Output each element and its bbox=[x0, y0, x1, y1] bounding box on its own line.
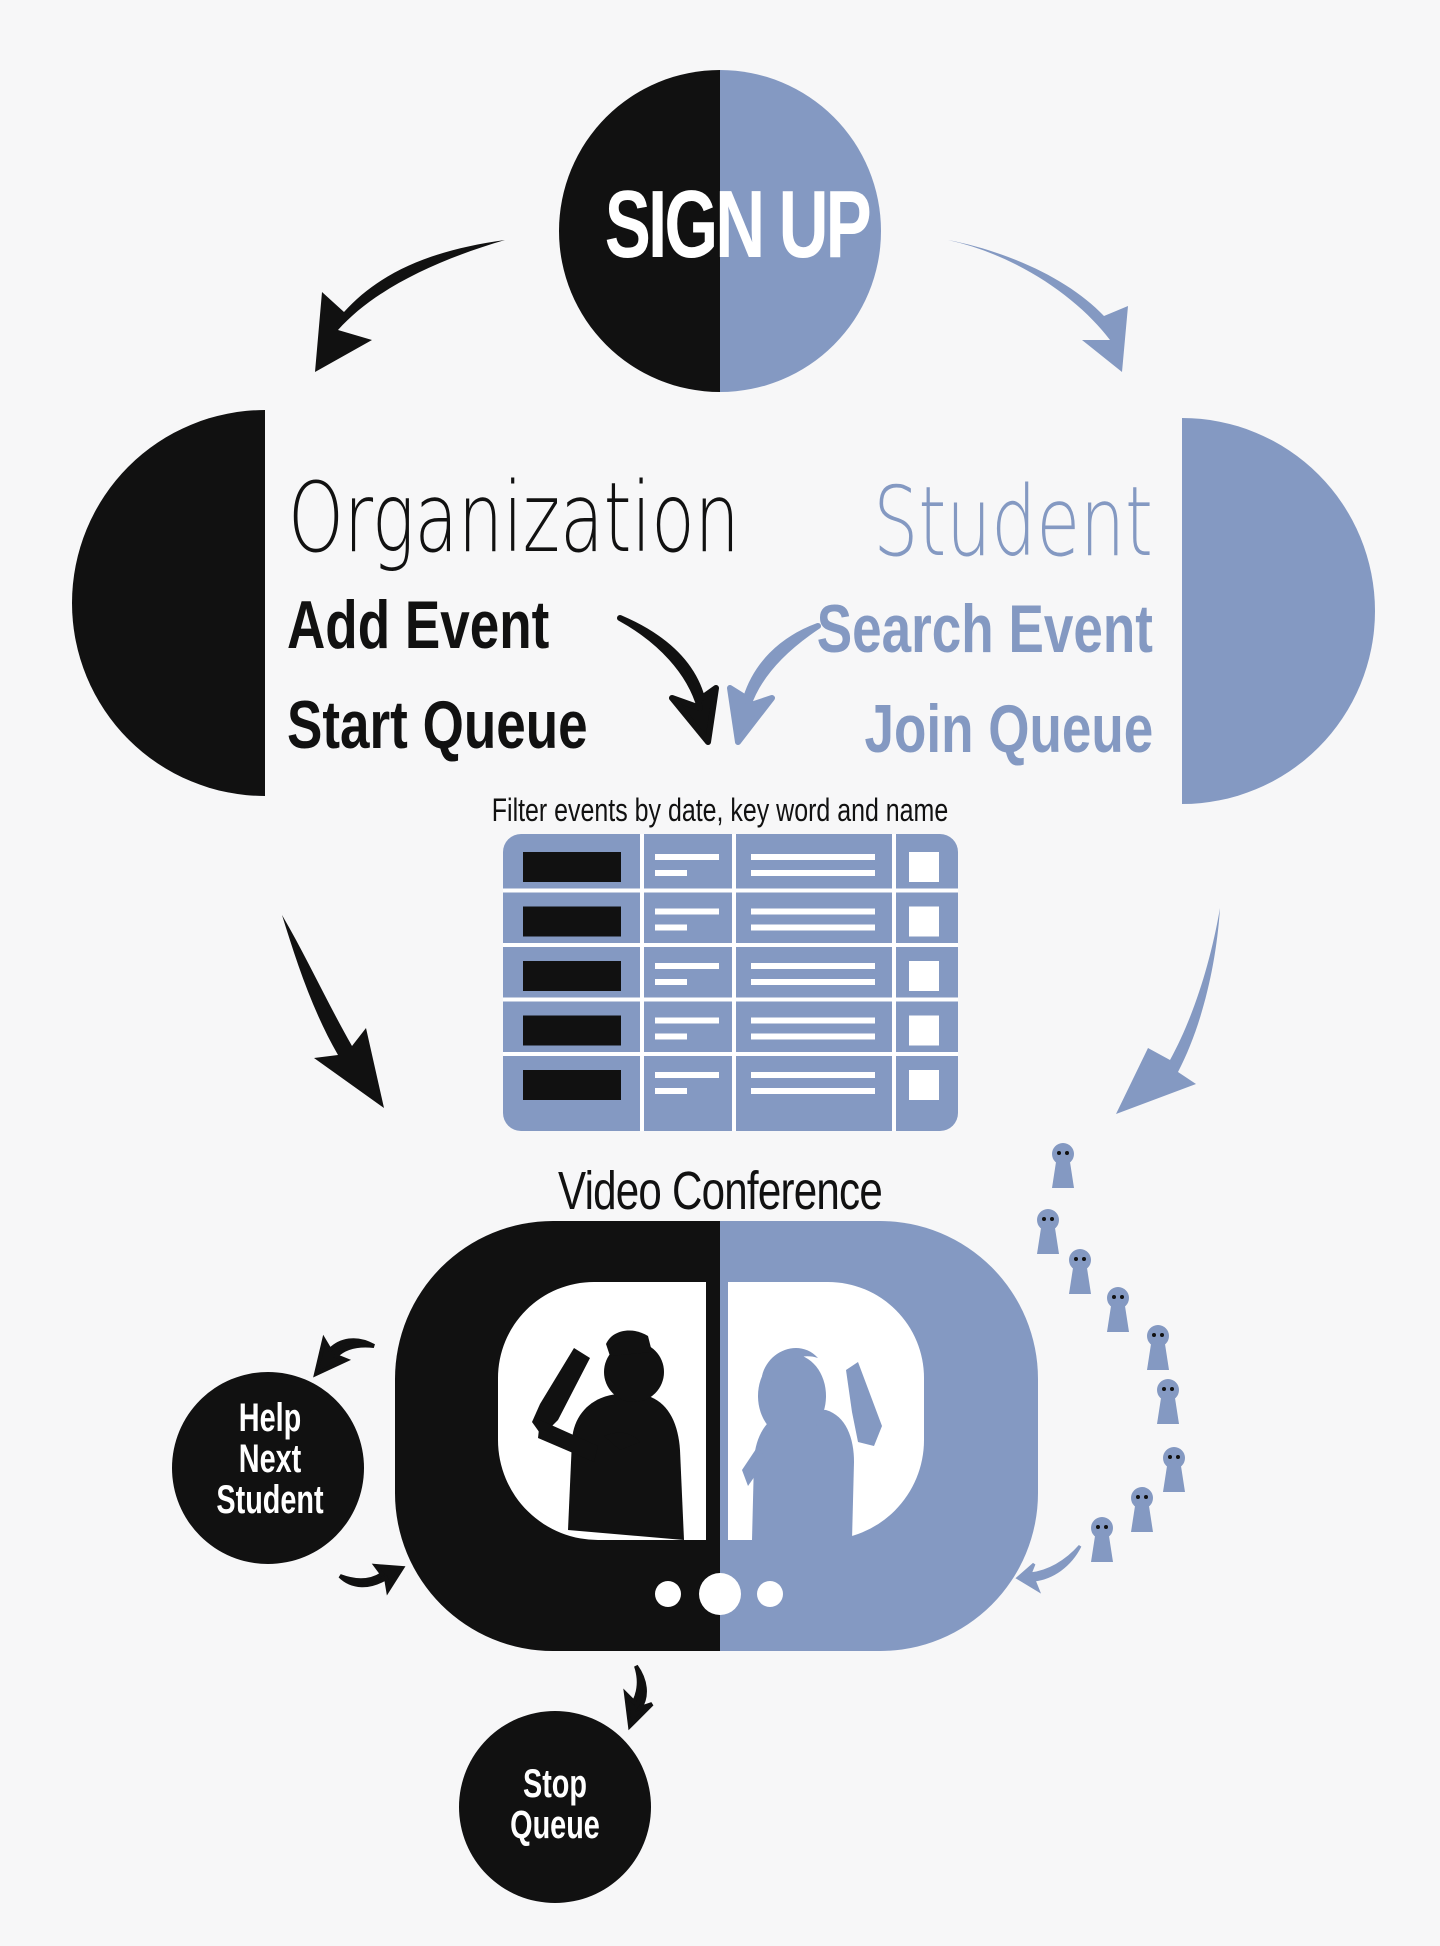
table-cell-checkbox bbox=[909, 1015, 939, 1046]
queue-student-figure bbox=[1147, 1325, 1169, 1370]
indicator-dot-right bbox=[757, 1581, 783, 1607]
organization-title: Organization bbox=[288, 462, 740, 574]
events-table-rows bbox=[503, 834, 958, 1131]
table-cell-thumbnail bbox=[523, 961, 621, 991]
table-cell-text-line bbox=[751, 963, 875, 969]
table-cell-text-line bbox=[751, 1017, 875, 1024]
table-cell-text-line bbox=[655, 1072, 719, 1078]
queue-student-figure bbox=[1069, 1249, 1091, 1294]
table-row-divider bbox=[503, 997, 958, 1002]
table-column-divider bbox=[892, 834, 896, 1131]
indicator-dot-center bbox=[699, 1573, 741, 1615]
table-cell-thumbnail bbox=[523, 906, 621, 937]
table-cell-text-line bbox=[751, 1072, 875, 1078]
table-cell-thumbnail bbox=[523, 1015, 621, 1046]
arrow-help-to-device bbox=[338, 1563, 406, 1596]
arrow-organization-to-video bbox=[282, 915, 384, 1108]
table-cell-checkbox bbox=[909, 1070, 939, 1100]
stop-label-line: Queue bbox=[510, 1803, 600, 1847]
arrow-signup-to-organization bbox=[315, 240, 505, 372]
video-conference-title: Video Conference bbox=[558, 1161, 883, 1221]
student-queue bbox=[1037, 1143, 1185, 1562]
queue-student-figure bbox=[1163, 1447, 1185, 1492]
filter-caption: Filter events by date, key word and name bbox=[491, 792, 949, 828]
signup-circle-student-half bbox=[720, 70, 881, 392]
help-label-line: Next bbox=[238, 1437, 302, 1481]
table-cell-checkbox bbox=[909, 906, 939, 937]
signup-circle bbox=[559, 70, 881, 392]
queue-student-figure bbox=[1157, 1379, 1179, 1424]
arrow-queue-to-device bbox=[1015, 1545, 1082, 1594]
table-cell-text-line bbox=[655, 979, 687, 985]
student-half-disc bbox=[1182, 418, 1375, 804]
add-event-label: Add Event bbox=[287, 587, 550, 663]
table-cell-text-line bbox=[751, 979, 875, 985]
table-cell-text-line bbox=[751, 1088, 875, 1094]
table-cell-text-line bbox=[655, 963, 719, 969]
video-conference-device bbox=[395, 1221, 1038, 1651]
arrow-device-to-stop bbox=[623, 1664, 654, 1731]
table-row-divider bbox=[503, 943, 958, 947]
help-next-student-label: Help Next Student bbox=[198, 1398, 342, 1521]
table-cell-text-line bbox=[655, 924, 687, 931]
table-cell-checkbox bbox=[909, 852, 939, 882]
table-cell-checkbox bbox=[909, 961, 939, 991]
help-label-line: Student bbox=[216, 1478, 324, 1522]
search-event-label: Search Event bbox=[816, 591, 1153, 667]
table-row-divider bbox=[503, 1052, 958, 1056]
help-label-line: Help bbox=[238, 1396, 302, 1440]
arrow-organization-to-filter bbox=[617, 615, 719, 745]
arrow-device-to-help bbox=[313, 1334, 375, 1378]
table-cell-text-line bbox=[655, 1088, 687, 1094]
events-table bbox=[503, 834, 958, 1131]
stop-queue-circle bbox=[459, 1711, 651, 1903]
table-cell-thumbnail bbox=[523, 852, 621, 882]
organization-half-disc bbox=[72, 410, 265, 796]
stop-queue-label: Stop Queue bbox=[483, 1764, 627, 1846]
table-cell-text-line bbox=[751, 908, 875, 915]
student-silhouette bbox=[742, 1347, 882, 1540]
arrow-student-to-filter bbox=[727, 623, 821, 745]
start-queue-label: Start Queue bbox=[287, 687, 588, 763]
queue-student-figure bbox=[1091, 1517, 1113, 1562]
organizer-silhouette bbox=[532, 1330, 684, 1540]
table-cell-text-line bbox=[751, 854, 875, 860]
table-cell-text-line bbox=[655, 1017, 719, 1024]
signup-circle-org-half bbox=[559, 70, 720, 392]
arrow-student-to-queue bbox=[1116, 908, 1220, 1114]
table-row-divider bbox=[503, 888, 958, 893]
queue-student-figure bbox=[1131, 1487, 1153, 1532]
queue-student-figure bbox=[1037, 1209, 1059, 1254]
queue-student-figure bbox=[1052, 1143, 1074, 1188]
table-cell-text-line bbox=[751, 924, 875, 931]
arrow-signup-to-student bbox=[948, 240, 1128, 372]
table-cell-text-line bbox=[655, 870, 687, 876]
table-cell-text-line bbox=[751, 870, 875, 876]
indicator-dot-left bbox=[655, 1581, 681, 1607]
student-title: Student bbox=[873, 466, 1153, 578]
table-cell-text-line bbox=[655, 908, 719, 915]
join-queue-label: Join Queue bbox=[864, 691, 1153, 767]
table-cell-thumbnail bbox=[523, 1070, 621, 1100]
table-column-divider bbox=[640, 834, 644, 1131]
help-next-student-circle bbox=[172, 1372, 364, 1564]
stop-label-line: Stop bbox=[523, 1762, 587, 1806]
table-cell-text-line bbox=[751, 1033, 875, 1040]
table-cell-text-line bbox=[655, 1033, 687, 1040]
queue-student-figure bbox=[1107, 1287, 1129, 1332]
table-cell-text-line bbox=[655, 854, 719, 860]
table-column-divider bbox=[732, 834, 736, 1131]
signup-label: SIGN UP bbox=[604, 171, 872, 278]
